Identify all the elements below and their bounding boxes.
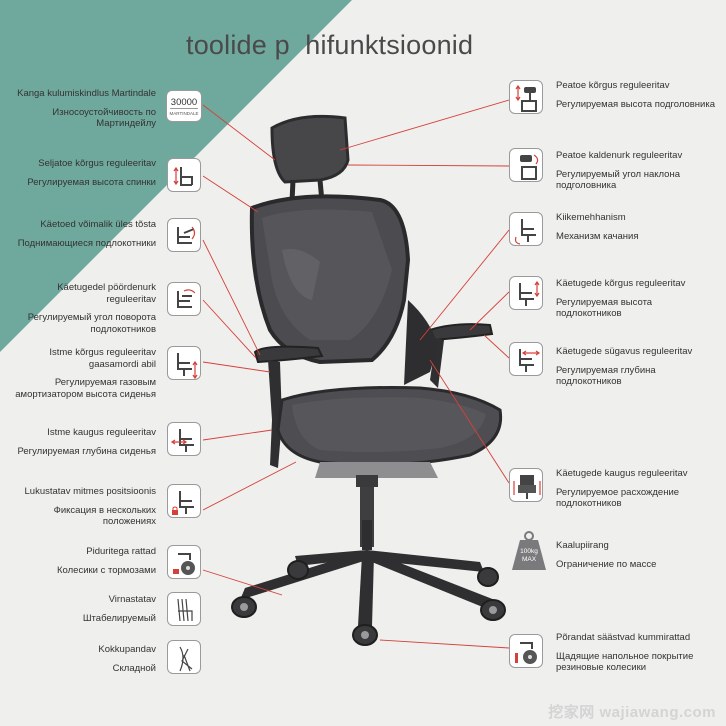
feature-label-et: Seljatoe kõrgus reguleeritav xyxy=(38,158,156,169)
feature-label-et: Istme kõrgus reguleeritav gaasamordi abi… xyxy=(49,347,156,370)
rubber-caster-icon xyxy=(509,634,543,668)
armrest-depth-icon xyxy=(509,342,543,376)
feature-label-et: Istme kaugus reguleeritav xyxy=(47,427,156,438)
feature-lock-positions: Lukustatav mitmes positsioonis Фиксация … xyxy=(6,486,156,528)
feature-label-et: Käetugede kõrgus reguleeritav xyxy=(556,278,686,289)
feature-label-ru: Ограничение по массе xyxy=(556,558,657,570)
feature-label-ru: Регулируемый угол наклона подголовника xyxy=(556,168,680,192)
feature-label-et: Peatoe kaldenurk reguleeritav xyxy=(556,150,683,161)
feature-label-et: Peatoe kõrgus reguleeritav xyxy=(556,80,670,91)
feature-label-et: Virnastatav xyxy=(108,594,156,605)
armrest-rotate-icon xyxy=(167,282,201,316)
feature-label-ru: Регулируемая газовым амортизатором высот… xyxy=(15,377,156,400)
headrest-angle-icon xyxy=(509,148,543,182)
feature-label-et: Käetugede sügavus reguleeritav xyxy=(556,346,693,357)
feature-label-ru: Механизм качания xyxy=(556,230,639,242)
foldable-icon xyxy=(167,640,201,674)
feature-backrest-height: Seljatoe kõrgus reguleeritav Регулируема… xyxy=(6,158,156,188)
weight-badge-value: 100kg xyxy=(520,548,538,555)
watermark: 挖家网 wajiawang.com xyxy=(548,704,716,721)
feature-armrest-height: Käetugede kõrgus reguleeritav Регулируем… xyxy=(556,278,716,320)
feature-weight-limit: Kaalupiirang Ограничение по массе xyxy=(556,540,716,570)
seat-height-icon xyxy=(167,346,201,380)
armrest-width-icon xyxy=(509,468,543,502)
feature-armrest-depth: Käetugede sügavus reguleeritav Регулируе… xyxy=(556,346,716,388)
martindale-badge-icon: 30000 MARTINDALE xyxy=(166,90,202,122)
feature-brake-caster: Piduritega rattad Колесики с тормозами xyxy=(6,546,156,576)
feature-rubber-caster: Põrandat säästvad kummirattad Щадящие на… xyxy=(556,632,716,674)
feature-label-ru: Регулируемая высота подлокотников xyxy=(556,296,653,320)
feature-armrest-lift: Käetoed võimalik üles tõsta Поднимающиес… xyxy=(6,219,156,249)
badge-value: 30000 xyxy=(170,97,198,109)
feature-label-ru: Фиксация в нескольких положениях xyxy=(53,504,156,528)
feature-label-ru: Поднимающиеся подлокотники xyxy=(17,237,156,249)
feature-stackable: Virnastatav Штабелируемый xyxy=(6,594,156,624)
feature-headrest-height: Peatoe kõrgus reguleeritav Регулируемая … xyxy=(556,80,716,110)
feature-label-et: Käetoed võimalik üles tõsta xyxy=(40,219,156,230)
feature-foldable: Kokkupandav Складной xyxy=(6,644,156,674)
feature-seat-depth: Istme kaugus reguleeritav Регулируемая г… xyxy=(6,427,156,457)
feature-label-et: Põrandat säästvad kummirattad xyxy=(556,632,691,643)
feature-label-et: Piduritega rattad xyxy=(86,546,156,557)
feature-label-ru: Регулируемая глубина подлокотников xyxy=(556,364,656,388)
feature-label-ru: Регулируемая глубина сиденья xyxy=(17,445,156,457)
feature-label-ru: Регулируемая высота спинки xyxy=(27,176,156,188)
feature-label-et: Lukustatav mitmes positsioonis xyxy=(24,486,156,497)
feature-label-et: Kokkupandav xyxy=(98,644,156,655)
feature-armrest-rotate: Käetugedel pöördenurk reguleeritav Регул… xyxy=(6,282,156,335)
feature-armrest-width: Käetugede kaugus reguleeritav Регулируем… xyxy=(556,468,716,510)
brake-caster-icon xyxy=(167,545,201,579)
stackable-icon xyxy=(167,592,201,626)
armrest-height-icon xyxy=(509,276,543,310)
feature-label-ru: Регулируемое расхождение подлокотников xyxy=(556,486,680,510)
feature-label-et: Kiikemehhanism xyxy=(556,212,626,223)
feature-label-ru: Щадящие напольное покрытие резиновые кол… xyxy=(556,650,694,674)
page-title: toolide p hifunktsioonid xyxy=(186,30,474,60)
rocking-mechanism-icon xyxy=(509,212,543,246)
headrest-height-icon xyxy=(509,80,543,114)
feature-martindale: Kanga kulumiskindlus Martindale Износоус… xyxy=(6,88,156,130)
lock-positions-icon xyxy=(167,484,201,518)
badge-unit: MARTINDALE xyxy=(169,111,199,116)
feature-label-ru: Износоустойчивость по Мартиндейлу xyxy=(52,106,156,130)
feature-label-ru: Складной xyxy=(112,662,156,674)
feature-label-et: Kanga kulumiskindlus Martindale xyxy=(17,88,156,99)
backrest-height-icon xyxy=(167,158,201,192)
feature-label-et: Käetugedel pöördenurk reguleeritav xyxy=(57,282,156,305)
weight-badge: 100kg MAX xyxy=(512,548,546,564)
weight-badge-unit: MAX xyxy=(521,556,537,563)
feature-label-et: Käetugede kaugus reguleeritav xyxy=(556,468,688,479)
feature-headrest-angle: Peatoe kaldenurk reguleeritav Регулируем… xyxy=(556,150,716,192)
feature-label-ru: Колесики с тормозами xyxy=(57,564,156,576)
feature-label-et: Kaalupiirang xyxy=(556,540,609,551)
feature-label-ru: Регулируемая высота подголовника xyxy=(556,98,716,110)
armrest-lift-icon xyxy=(167,218,201,252)
feature-rocking-mechanism: Kiikemehhanism Механизм качания xyxy=(556,212,716,242)
seat-depth-icon xyxy=(167,422,201,456)
feature-label-ru: Штабелируемый xyxy=(82,612,156,624)
feature-seat-height: Istme kõrgus reguleeritav gaasamordi abi… xyxy=(6,347,156,400)
feature-label-ru: Регулируемый угол поворота подлокотников xyxy=(27,312,156,335)
